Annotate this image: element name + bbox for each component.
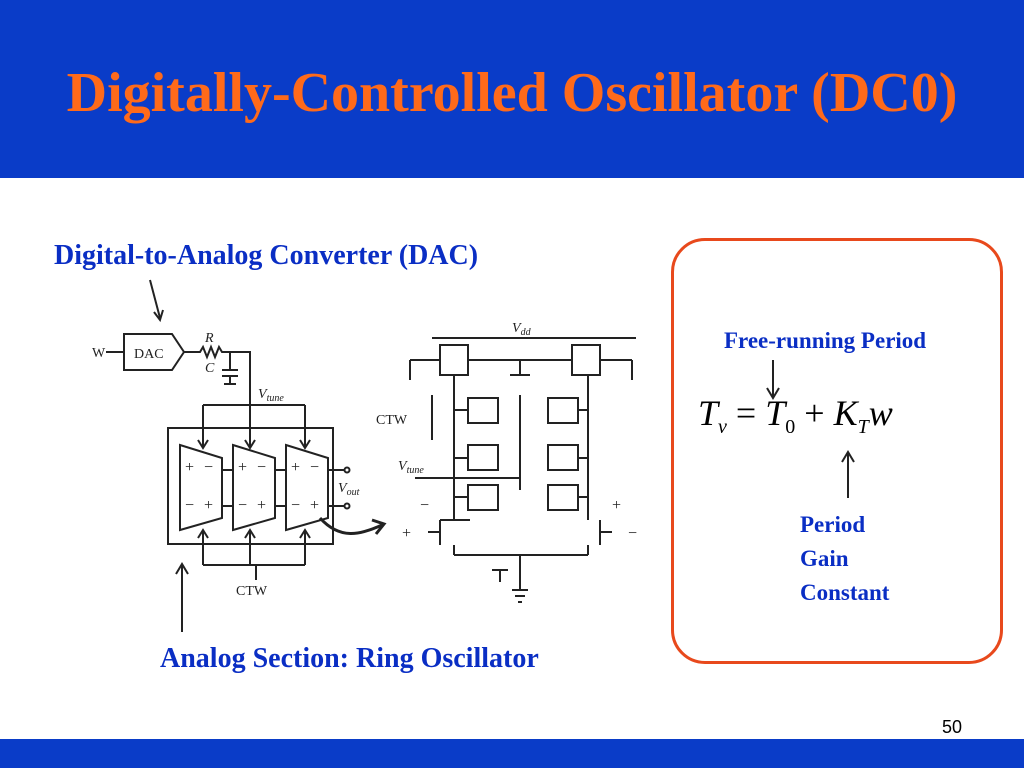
header-bar xyxy=(0,0,1024,178)
stage1-minus-b: − xyxy=(185,497,194,514)
stage1-plus: + xyxy=(185,459,194,476)
vdd-label: Vdd xyxy=(512,321,532,338)
eq-k: K xyxy=(833,393,858,433)
page-number: 50 xyxy=(941,717,962,737)
diff-plus-left: + xyxy=(402,525,411,542)
stage3-minus: − xyxy=(310,459,319,476)
analog-section-label: Analog Section: Ring Oscillator xyxy=(160,643,539,674)
diff-minus-right: − xyxy=(628,525,637,542)
stage3-plus-b: + xyxy=(310,497,319,514)
eq-equals: = xyxy=(735,393,757,433)
ring-stage-1 xyxy=(179,443,223,532)
dac-box xyxy=(123,333,186,371)
dac-label: Digital-to-Analog Converter (DAC) xyxy=(54,240,479,271)
vtune-right-label: Vtune xyxy=(398,459,424,476)
eq-t0-sub: 0 xyxy=(785,416,796,438)
free-running-period-label: Free-running Period xyxy=(724,328,927,353)
stage2-minus-b: − xyxy=(238,497,247,514)
period-gain-constant-label: Period Gain Constant xyxy=(800,508,889,610)
slide-title: Digitally-Controlled Oscillator (DC0) xyxy=(66,62,958,124)
stage1-plus-b: + xyxy=(204,497,213,514)
resistor-label: R xyxy=(204,331,214,346)
eq-plus: + xyxy=(804,393,825,433)
eq-w: w xyxy=(868,393,893,433)
w-input-label: W xyxy=(92,346,106,361)
stage2-plus: + xyxy=(238,459,247,476)
ctw-label: CTW xyxy=(236,584,268,599)
vtune-label: Vtune xyxy=(258,387,284,404)
diff-minus-left: − xyxy=(420,497,429,514)
capacitor-label: C xyxy=(205,361,215,376)
eq-lhs: T xyxy=(698,393,719,433)
vout-label: Vout xyxy=(338,481,360,498)
stage3-plus: + xyxy=(291,459,300,476)
ctw-right-label: CTW xyxy=(376,413,408,428)
dac-box-label: DAC xyxy=(134,347,164,362)
eq-lhs-sub: v xyxy=(718,416,727,438)
eq-k-sub: T xyxy=(857,416,869,438)
diff-plus-right: + xyxy=(612,497,621,514)
stage2-plus-b: + xyxy=(257,497,266,514)
ring-stage-3 xyxy=(285,443,329,532)
gain-line-3: Constant xyxy=(800,580,890,605)
ring-stage-2 xyxy=(232,443,276,532)
stage2-minus: − xyxy=(257,459,266,476)
eq-t0: T xyxy=(765,393,786,433)
footer-bar xyxy=(0,739,1024,768)
stage1-minus: − xyxy=(204,459,213,476)
gain-line-1: Period xyxy=(800,512,866,537)
stage3-minus-b: − xyxy=(291,497,300,514)
period-equation: Tv = T0 + KTw xyxy=(698,392,893,439)
dac-pointer-arrow xyxy=(149,279,161,319)
equation-panel xyxy=(671,238,1003,664)
gain-line-2: Gain xyxy=(800,546,849,571)
